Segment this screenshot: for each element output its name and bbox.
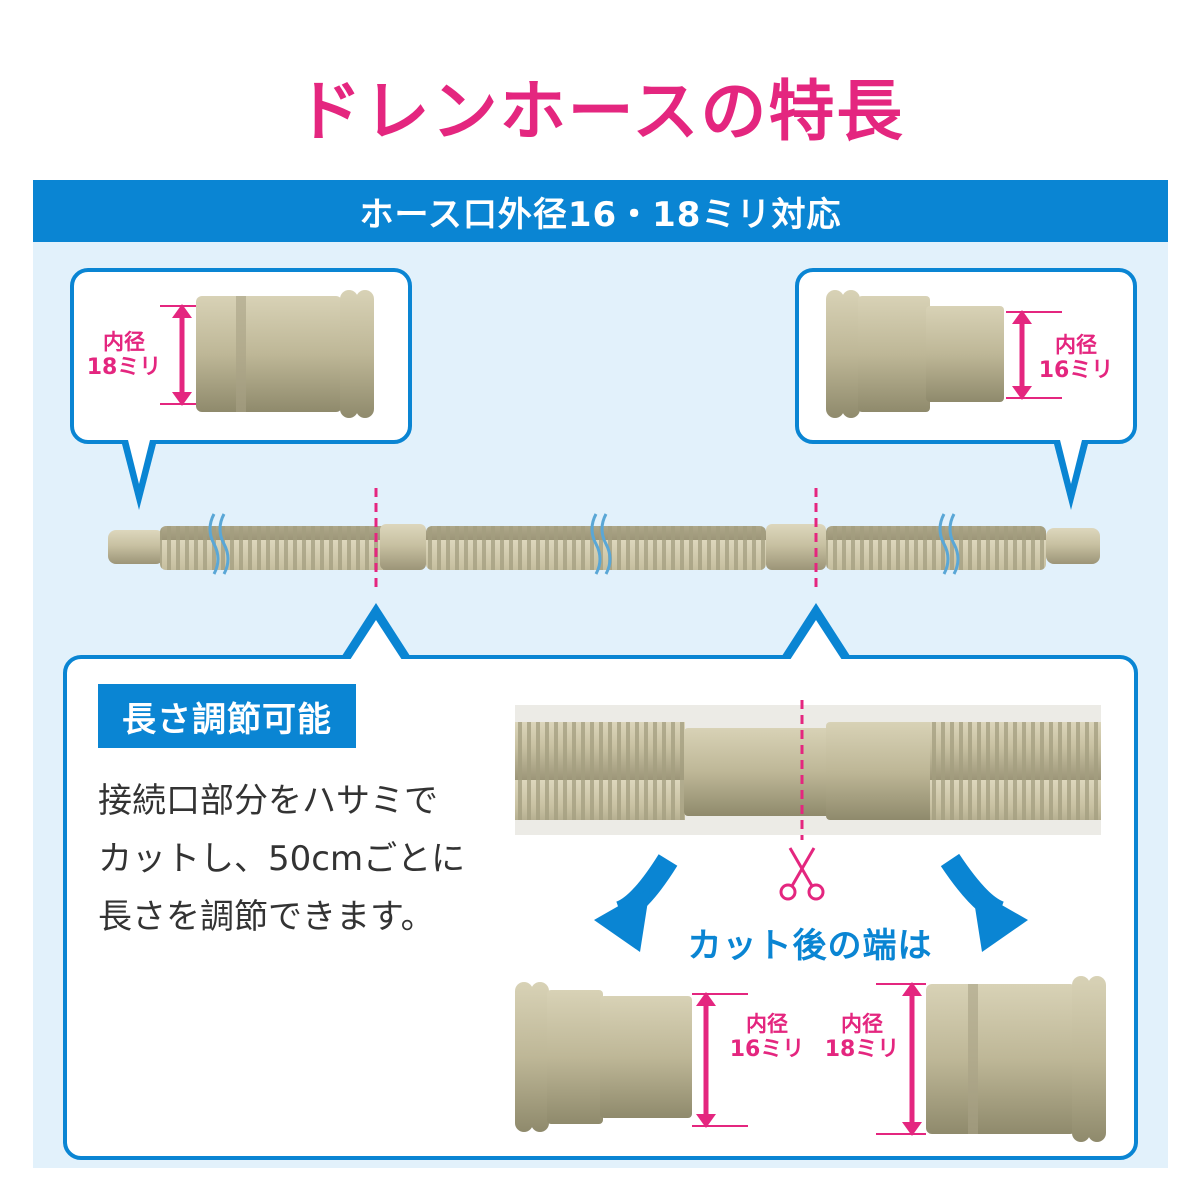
cut-end-caption: カット後の端は [687,926,933,966]
scissors-icon [779,847,825,901]
compatibility-banner: ホース口外径16・18ミリ対応 [33,180,1168,242]
inner-diameter-label-top-left: 内径 18ミリ [86,330,162,380]
feature-description: 接続口部分をハサミで カットし、50cmごとに 長さを調節できます。 [98,781,466,937]
inner-diameter-label-top-right: 内径 16ミリ [1038,333,1114,383]
fitting-16mm-right [826,290,1062,418]
drain-hose [108,524,1100,570]
result-fitting-18mm [876,976,1106,1142]
inner-diameter-label-result-right: 内径 18ミリ [824,1012,900,1062]
result-fitting-16mm [515,982,748,1132]
page-title: ドレンホースの特長 [295,73,905,150]
fitting-18mm-left [160,290,374,418]
hose-closeup-photo [515,700,1101,840]
inner-diameter-label-result-left: 内径 16ミリ [729,1012,805,1062]
break-mark-icon [208,513,960,575]
curved-arrow-right-icon [940,853,1028,952]
curved-arrow-left-icon [594,854,678,952]
adjustable-length-badge: 長さ調節可能 [98,684,356,748]
